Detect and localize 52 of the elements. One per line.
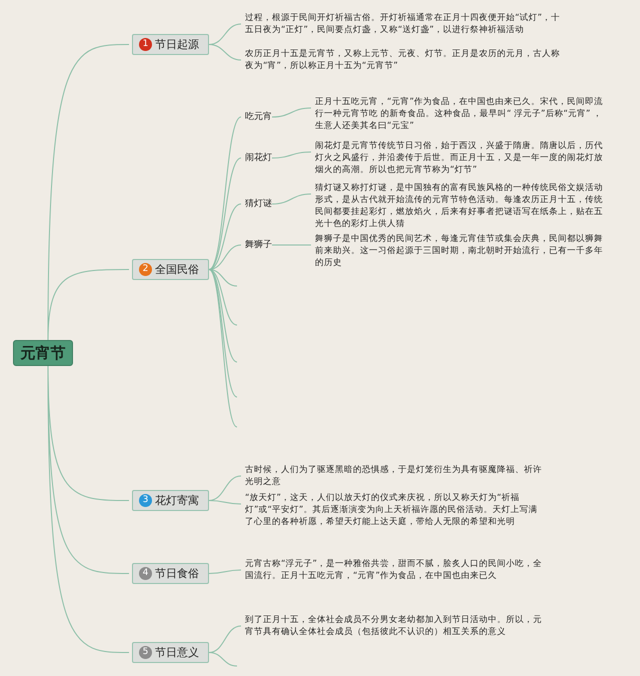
branch-line: [208, 158, 242, 270]
branch-line: [208, 269, 238, 362]
number-badge: 4: [139, 567, 152, 580]
branch-line: [208, 269, 238, 286]
topic-box: [132, 259, 209, 280]
description-text: 正月十五吃元宵，“元宵”作为食品，在中国也由来已久。宋代，民间即流行一种元宵节吃 的新奇食品。这种食品，最早叫“ 浮元子”后称“元宵” ，生意人还美其名曰“元宝”: [315, 96, 605, 132]
branch-line: [208, 269, 238, 428]
root-box: 元宵节: [13, 340, 73, 366]
topic-box: [132, 642, 209, 663]
description-text: 过程，根源于民间开灯祈福古俗。开灯祈福通常在正月十四夜便开始“试灯”，十五日夜为“正灯”，民间要点灯盏，又称“送灯盏”，以进行祭神祈福活动: [245, 12, 565, 36]
subtopic-label: 吃元宵: [245, 111, 272, 123]
branch-line: [208, 476, 242, 501]
description-text: 舞狮子是中国优秀的民间艺术，每逢元宵佳节或集会庆典，民间都以狮舞前来助兴。这一习俗起源于三国时期，南北朝时开始流行，已有一千多年的历史: [315, 233, 605, 269]
branch-line: [272, 152, 312, 158]
subtopic-label: 闹花灯: [245, 152, 272, 164]
topic-label: 节日意义: [155, 645, 199, 660]
number-badge: 3: [139, 494, 152, 507]
branch-line: [48, 366, 130, 653]
branch-line: [208, 626, 242, 653]
description-text: “放天灯”，这天，人们以放天灯的仪式来庆祝，所以又称天灯为“祈福灯”或“平安灯”。其后逐渐演变为向上天祈福许愿的民俗活动。天灯上写满了心里的各种祈愿，希望天灯能上达天庭，带给人无限的希望和光明: [245, 492, 545, 528]
branch-line: [208, 24, 242, 45]
topic-label: 全国民俗: [155, 262, 199, 277]
description-text: 闹花灯是元宵节传统节日习俗，始于西汉，兴盛于隋唐。隋唐以后，历代灯火之风盛行，并沿袭传于后世。而正月十五，又是一年一度的闹花灯放烟火的高潮。所以也把元宵节称为“灯节”: [315, 140, 605, 176]
branch-line: [208, 116, 242, 270]
branch-line: [272, 108, 312, 118]
topic-label: 节日食俗: [155, 566, 199, 581]
description-text: 元宵古称“浮元子”，是一种雅俗共尝，甜而不腻，脍炙人口的民间小吃，全国流行。正月十五吃元宵，“元宵”作为食品，在中国也由来已久: [245, 558, 545, 582]
number-badge: 2: [139, 263, 152, 276]
branch-line: [48, 269, 130, 340]
branch-line: [208, 269, 238, 326]
description-text: 到了正月十五，全体社会成员不分男女老幼都加入到节日活动中。所以，元宵节具有确认全体社会成员（包括彼此不认识的）相互关系的意义: [245, 614, 545, 638]
number-badge: 5: [139, 646, 152, 659]
branch-line: [208, 44, 242, 60]
branch-line: [272, 194, 312, 204]
description-text: 猜灯谜又称打灯谜，是中国独有的富有民族风格的一种传统民俗文娱活动形式，是从古代就开始流传的元宵节特色活动。每逢农历正月十五，传统民间都要挂起彩灯，燃放焰火，后来有好事者把谜语写在纸条上，贴在五光十色的彩灯上供人猜: [315, 182, 605, 230]
branch-line: [208, 500, 242, 504]
branch-line: [208, 204, 242, 270]
topic-label: 节日起源: [155, 37, 199, 52]
branch-line: [208, 652, 238, 666]
branch-line: [208, 244, 242, 270]
subtopic-label: 舞狮子: [245, 239, 272, 251]
branch-line: [208, 269, 238, 398]
description-text: 农历正月十五是元宵节，又称上元节、元夜、灯节。正月是农历的元月，古人称夜为“宵”，所以称正月十五为“元宵节”: [245, 48, 565, 72]
branch-line: [208, 570, 242, 574]
branch-line: [272, 244, 312, 246]
description-text: 古时候，人们为了驱逐黑暗的恐惧感，于是灯笼衍生为具有驱魔降福、祈许光明之意: [245, 464, 545, 488]
subtopic-label: 猜灯谜: [245, 198, 272, 210]
topic-box: [132, 34, 209, 55]
number-badge: 1: [139, 38, 152, 51]
topic-box: [132, 490, 209, 511]
topic-box: [132, 563, 209, 584]
topic-label: 花灯寄寓: [155, 493, 199, 508]
